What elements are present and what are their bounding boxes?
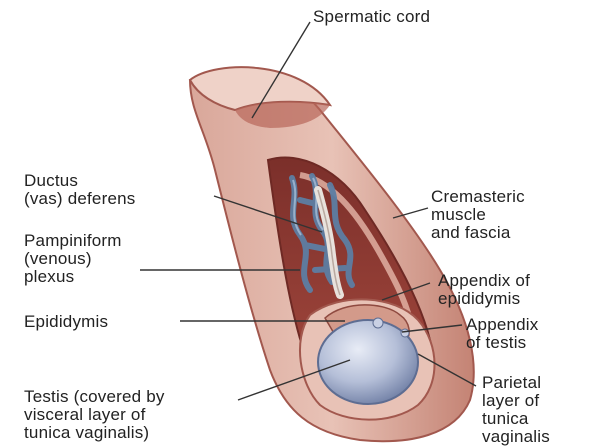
- label-appendix-testis: Appendix of testis: [466, 316, 539, 352]
- label-spermatic-cord: Spermatic cord: [313, 8, 430, 26]
- label-epididymis: Epididymis: [24, 313, 108, 331]
- label-appendix-epididymis: Appendix of epididymis: [438, 272, 530, 308]
- label-parietal-layer: Parietal layer of tunica vaginalis: [482, 374, 550, 446]
- label-ductus-deferens: Ductus (vas) deferens: [24, 172, 135, 208]
- label-pampiniform-plexus: Pampiniform (venous) plexus: [24, 232, 122, 286]
- appendix-epididymis-nub: [373, 318, 383, 328]
- label-cremasteric-muscle: Cremasteric muscle and fascia: [431, 188, 525, 242]
- appendix-testis-nub: [401, 329, 409, 337]
- label-testis: Testis (covered by visceral layer of tun…: [24, 388, 165, 442]
